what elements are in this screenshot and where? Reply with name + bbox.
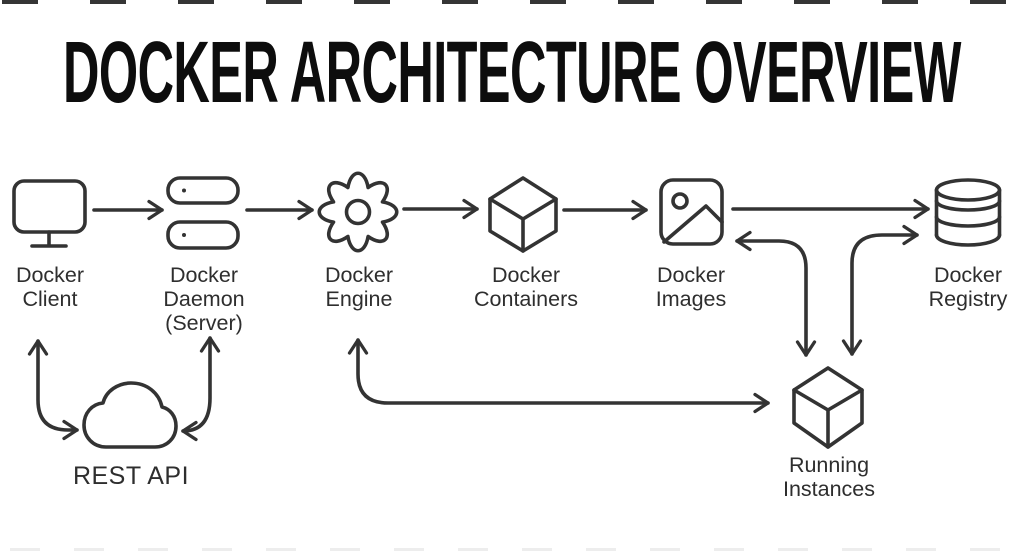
cloud-icon bbox=[82, 381, 178, 449]
page-title: DOCKER ARCHITECTURE OVERVIEW bbox=[0, 26, 1024, 120]
label-line: Images bbox=[655, 287, 727, 311]
label-line: Docker bbox=[15, 263, 85, 287]
page-title-text: DOCKER ARCHITECTURE OVERVIEW bbox=[63, 24, 961, 121]
monitor-icon bbox=[12, 179, 87, 248]
arrow-running-instances-registry bbox=[841, 224, 919, 356]
cube-icon bbox=[792, 366, 864, 449]
label-line: Docker bbox=[324, 263, 394, 287]
cube-icon bbox=[488, 176, 558, 253]
top-edge-dashes bbox=[2, 0, 1024, 4]
label-line: Daemon bbox=[163, 287, 245, 311]
label-line: Running bbox=[788, 453, 870, 477]
arrow-engine-running-instances bbox=[347, 338, 770, 414]
running-instances-label: Running Instances bbox=[783, 453, 875, 501]
bottom-edge-dashes bbox=[10, 548, 1024, 551]
gear-icon bbox=[317, 171, 399, 253]
label-line: Docker bbox=[169, 263, 239, 287]
label-line: Client bbox=[22, 287, 78, 311]
database-icon bbox=[934, 178, 1002, 247]
arrow-daemon-rest-api bbox=[181, 336, 221, 442]
server-stack-icon bbox=[166, 176, 240, 250]
picture-icon bbox=[659, 178, 724, 246]
arrow-client-rest-api bbox=[27, 339, 79, 441]
label-line: Docker bbox=[656, 263, 726, 287]
label-line: REST API bbox=[72, 462, 190, 490]
docker-containers-label: Docker Containers bbox=[474, 263, 578, 311]
label-line: Registry bbox=[928, 287, 1008, 311]
label-line: Instances bbox=[782, 477, 876, 501]
label-line: Containers bbox=[474, 287, 578, 311]
gear-icon-outline bbox=[317, 171, 399, 253]
label-line: Docker bbox=[933, 263, 1003, 287]
docker-daemon-label: Docker Daemon (Server) bbox=[163, 263, 244, 335]
docker-engine-label: Docker Engine bbox=[325, 263, 393, 311]
docker-client-label: Docker Client bbox=[16, 263, 84, 311]
docker-images-label: Docker Images bbox=[656, 263, 727, 311]
label-line: Docker bbox=[491, 263, 561, 287]
arrow-running-instances-images bbox=[735, 230, 817, 357]
rest-api-label: REST API bbox=[73, 463, 189, 489]
docker-registry-label: Docker Registry bbox=[929, 263, 1008, 311]
label-line: (Server) bbox=[165, 311, 243, 335]
label-line: Engine bbox=[325, 287, 393, 311]
